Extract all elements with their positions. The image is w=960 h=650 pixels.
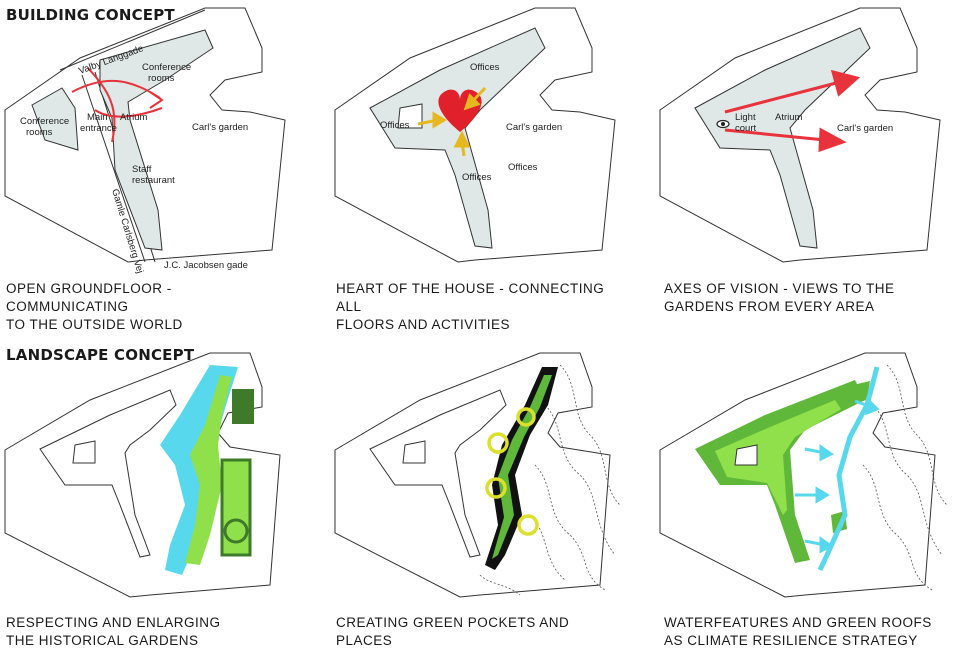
label-light-court-2: court xyxy=(735,123,756,134)
caption-line: RESPECTING AND ENLARGING xyxy=(6,615,221,630)
label-offices-bottom: Offices xyxy=(462,172,492,183)
building-outline xyxy=(369,389,507,558)
building-footprint xyxy=(369,27,546,249)
label-carls-garden: Carl's garden xyxy=(837,123,893,134)
diagram-climate-resilience xyxy=(659,352,948,598)
label-offices-top: Offices xyxy=(470,62,500,73)
diagram-historical-gardens xyxy=(4,352,281,598)
label-atrium: Atrium xyxy=(775,112,803,123)
eye-icon xyxy=(716,119,730,129)
site-outline xyxy=(659,352,936,598)
label-jc-jacobsen-gade: J.C. Jacobsen gade xyxy=(164,260,248,271)
label-main-entrance-2: entrance xyxy=(80,123,117,134)
caption-line: WATERFEATURES AND GREEN ROOFS xyxy=(664,615,932,630)
connection-arrows xyxy=(417,86,487,157)
caption-line: HEART OF THE HOUSE - CONNECTING ALL xyxy=(336,281,605,314)
contour-lines xyxy=(479,364,621,596)
diagram-open-groundfloor: Valby Langgade Conference rooms Conferen… xyxy=(4,7,286,275)
caption-line: TO THE OUTSIDE WORLD xyxy=(6,317,183,332)
diagram-green-pockets xyxy=(334,352,621,598)
label-carls-garden: Carl's garden xyxy=(192,122,248,133)
green-path xyxy=(492,375,552,559)
label-carls-garden: Carl's garden xyxy=(506,122,562,133)
caption-line: AS CLIMATE RESILIENCE STRATEGY xyxy=(664,633,918,648)
building-concept-title: BUILDING CONCEPT xyxy=(6,6,175,24)
caption-line: THE HISTORICAL GARDENS xyxy=(6,633,199,648)
label-staff-restaurant: Staff xyxy=(132,164,152,175)
label-light-court: Light xyxy=(735,112,756,123)
label-staff-restaurant-2: restaurant xyxy=(132,175,175,186)
green-path-border xyxy=(485,367,558,570)
label-offices-left: Offices xyxy=(380,120,410,131)
caption-climate-resilience: WATERFEATURES AND GREEN ROOFS AS CLIMATE… xyxy=(664,614,954,650)
entrance-arrows xyxy=(71,67,164,143)
caption-line: AXES OF VISION - VIEWS TO THE xyxy=(664,281,895,296)
water-arrows xyxy=(795,397,880,554)
caption-green-pockets: CREATING GREEN POCKETS AND PLACES xyxy=(336,614,626,650)
landscape-concept-title: LANDSCAPE CONCEPT xyxy=(6,346,195,364)
label-conference-rooms-left: Conference xyxy=(20,116,69,127)
label-conference-rooms-right-2: rooms xyxy=(148,73,175,84)
caption-line: CREATING GREEN POCKETS AND PLACES xyxy=(336,615,570,648)
building-footprint xyxy=(694,27,871,249)
caption-line: OPEN GROUNDFLOOR - COMMUNICATING xyxy=(6,281,172,314)
garden-parterre xyxy=(220,389,254,557)
building-footprint xyxy=(31,29,214,251)
caption-line: GARDENS FROM EVERY AREA xyxy=(664,299,875,314)
caption-line: FLOORS AND ACTIVITIES xyxy=(336,317,511,332)
site-outline xyxy=(334,352,611,598)
pocket-rings xyxy=(485,407,539,536)
site-outline xyxy=(659,7,941,263)
caption-heart-of-house: HEART OF THE HOUSE - CONNECTING ALL FLOO… xyxy=(336,280,626,334)
diagram-heart-of-house: Offices Offices Offices Offices Carl's g… xyxy=(334,7,616,263)
label-atrium: Atrium xyxy=(120,112,148,123)
green-roof xyxy=(695,380,865,563)
label-conference-rooms-left-2: rooms xyxy=(26,127,53,138)
site-outline xyxy=(334,7,616,263)
label-main-entrance: Main xyxy=(87,112,108,123)
caption-open-groundfloor: OPEN GROUNDFLOOR - COMMUNICATING TO THE … xyxy=(6,280,296,334)
building-outline xyxy=(39,389,177,558)
caption-historical-gardens: RESPECTING AND ENLARGING THE HISTORICAL … xyxy=(6,614,296,650)
label-conference-rooms-right: Conference xyxy=(142,62,191,73)
vision-arrows xyxy=(724,69,861,153)
contour-lines xyxy=(862,364,948,591)
diagram-axes-of-vision: Light court Atrium Carl's garden xyxy=(659,7,941,263)
label-offices-right: Offices xyxy=(508,162,538,173)
caption-axes-of-vision: AXES OF VISION - VIEWS TO THE GARDENS FR… xyxy=(664,280,954,316)
garden-band xyxy=(185,375,232,565)
